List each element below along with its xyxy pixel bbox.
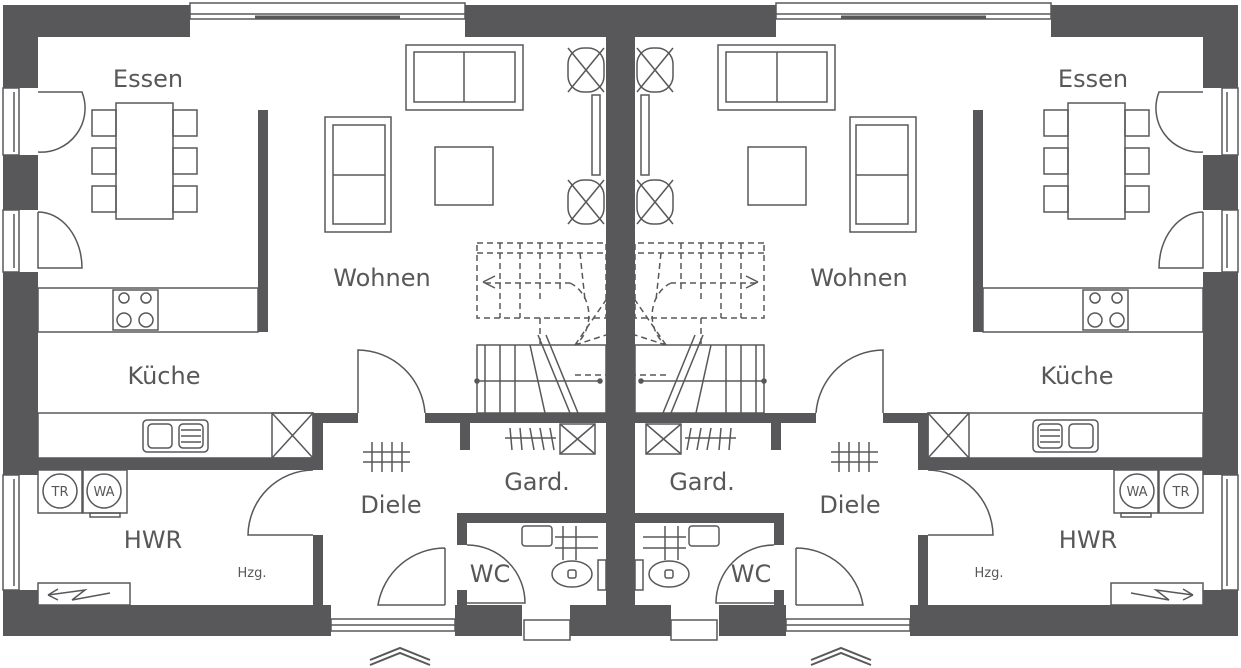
room-label-garderobe: Gard. [669,468,735,496]
dryer-label: TR [51,485,69,500]
room-label-kueche: Küche [128,362,201,390]
room-label-hwr: HWR [124,526,182,554]
room-label-wohnen: Wohnen [333,264,430,292]
left-unit [1,1,623,667]
room-label-wohnen: Wohnen [810,264,907,292]
washer-label: WA [1126,485,1147,500]
room-label-essen: Essen [1058,65,1128,93]
heating-label: Hzg. [238,566,267,581]
room-label-essen: Essen [113,65,183,93]
left-unit-labels: Essen Wohnen Küche HWR Diele Gard. WC Hz… [51,65,570,588]
room-label-diele: Diele [819,491,880,519]
room-label-wc: WC [470,560,511,588]
room-label-diele: Diele [360,491,421,519]
heating-label: Hzg. [975,566,1004,581]
room-label-wc: WC [731,560,772,588]
right-unit-labels: Essen Wohnen Küche HWR Diele Gard. WC Hz… [669,65,1189,588]
washer-label: WA [93,485,114,500]
right-unit [618,1,1240,667]
room-label-hwr: HWR [1059,526,1117,554]
dryer-label: TR [1172,485,1190,500]
room-label-garderobe: Gard. [504,468,570,496]
room-label-kueche: Küche [1041,362,1114,390]
